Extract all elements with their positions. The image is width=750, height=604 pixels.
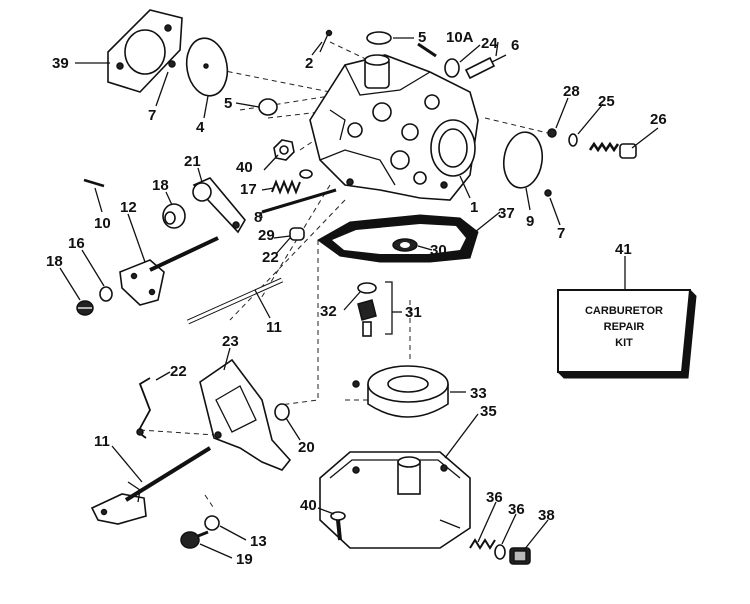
washer-25 [568, 133, 578, 147]
callout-11-lower: 11 [94, 433, 110, 450]
ring-27 [547, 128, 557, 138]
callout-18: 18 [152, 177, 169, 194]
callout-22: 23 [222, 333, 239, 350]
float-bowl-33 [319, 451, 471, 549]
adjusting-screw-26 [588, 141, 637, 159]
carburetor-body-1 [309, 54, 479, 201]
shaft-8 [261, 188, 337, 214]
washer-14 [99, 286, 113, 302]
callout-4: 5 [224, 95, 232, 112]
diaphragm-9 [502, 131, 544, 189]
plug-23 [289, 227, 305, 241]
callout-16: 17 [240, 181, 257, 198]
callout-30: 32 [320, 303, 337, 320]
callout-34: 36 [508, 501, 525, 518]
screw-15 [76, 300, 94, 316]
o-ring-30 [357, 282, 377, 294]
screw-7-left [168, 60, 176, 68]
screw-38 [330, 511, 346, 541]
washer-19 [274, 403, 290, 421]
gasket-plate-39 [107, 9, 183, 93]
callout-12: 12 [120, 199, 137, 216]
callout-20: 21 [184, 153, 201, 170]
callout-33: 35 [480, 403, 497, 420]
screw-7-right [544, 189, 552, 197]
needle-seat-29 [357, 299, 377, 337]
needle-2 [319, 29, 333, 53]
callout-6: 6 [511, 37, 519, 54]
callout-9: 9 [526, 213, 534, 230]
callout-23: 22 [262, 249, 279, 266]
callout-13: 13 [250, 533, 267, 550]
spring-35 [469, 538, 496, 550]
throttle-shaft-12 [119, 236, 219, 306]
leader-lines [59, 37, 659, 559]
callout-21: 22 [170, 363, 187, 380]
callout-26: 26 [650, 111, 667, 128]
callout-7-left: 7 [148, 107, 156, 124]
shaft-11-upper [186, 277, 284, 325]
callout-32: 29 [258, 227, 275, 244]
shaft-11-lower [90, 446, 212, 525]
washer-24 [444, 58, 460, 78]
alignment-lines [139, 41, 553, 511]
callout-37: 37 [498, 205, 515, 222]
callout-31: 33 [470, 385, 487, 402]
bracket-22 [199, 358, 292, 471]
kit-line-2: REPAIR [604, 321, 645, 333]
cap-5 [366, 31, 392, 45]
callout-1: 1 [470, 199, 478, 216]
callout-11-upper: 11 [266, 319, 282, 336]
repair-kit-box: CARBURETOR REPAIR KIT [556, 288, 697, 379]
needle-valve-6 [464, 54, 507, 80]
callout-7-right: 7 [557, 225, 565, 242]
spring-16 [271, 179, 301, 195]
washer-34 [494, 544, 506, 560]
callout-35: 36 [486, 489, 503, 506]
callout-24: 24 [481, 35, 498, 52]
washer-28-hole [400, 242, 410, 248]
callout-19: 20 [298, 439, 315, 456]
plug-4 [258, 98, 278, 116]
washer-16b [299, 169, 313, 179]
link-21-end [136, 428, 144, 436]
kit-line-1: CARBURETOR [585, 305, 663, 317]
callout-29: 31 [405, 304, 422, 321]
screw-17 [180, 530, 209, 549]
bushing-18 [162, 203, 186, 229]
callout-10A: 10A [446, 29, 474, 46]
drain-plug-36 [509, 547, 531, 565]
callout-27: 28 [563, 83, 580, 100]
callout-25: 25 [598, 93, 615, 110]
callout-40: 40 [236, 159, 253, 176]
callout-15: 18 [46, 253, 63, 270]
callout-labels: 39 7 4 5 2 5 10A 24 6 28 25 26 40 21 18 … [46, 29, 667, 568]
pin-10 [83, 178, 105, 188]
callout-38: 40 [300, 497, 317, 514]
callout-5: 5 [418, 29, 426, 46]
callout-3: 4 [196, 119, 205, 136]
callout-14: 16 [68, 235, 85, 252]
callout-2: 2 [305, 55, 313, 72]
callout-10: 10 [94, 215, 111, 232]
gasket-37 [317, 214, 479, 263]
lever-20 [192, 177, 246, 234]
washer-13 [204, 515, 220, 531]
callout-28: 30 [430, 242, 447, 259]
pin-10A [417, 42, 437, 58]
callout-8: 8 [254, 209, 262, 226]
callout-41: 41 [615, 241, 632, 258]
callout-36: 38 [538, 507, 555, 524]
callout-17: 19 [236, 551, 253, 568]
float-31 [352, 365, 449, 418]
diaphragm-3 [185, 37, 229, 97]
kit-line-3: KIT [615, 337, 633, 349]
callout-39: 39 [52, 55, 69, 72]
